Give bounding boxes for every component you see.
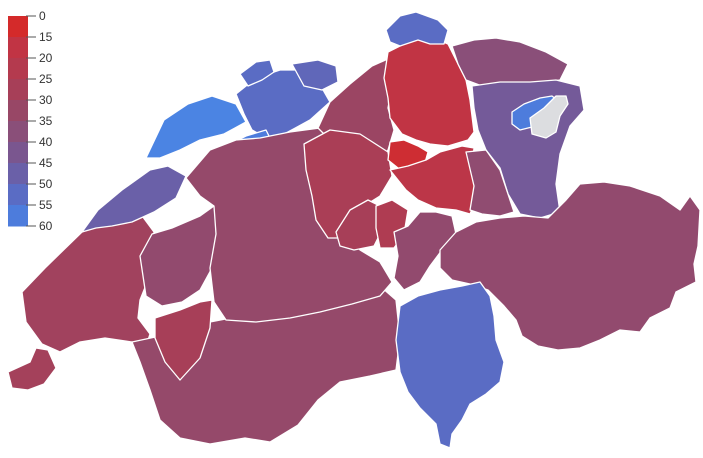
legend-label: 25 [39,72,53,86]
legend-label: 0 [39,9,46,23]
canton-jura[interactable] [145,95,247,159]
legend-label: 50 [39,177,53,191]
canton-glarus[interactable] [465,149,515,217]
canton-bern-jura[interactable] [235,69,331,141]
legend-swatch [8,142,28,164]
legend-swatch [8,16,28,38]
canton-regions [7,11,701,449]
canton-graubunden[interactable] [439,181,701,351]
canton-basel[interactable] [291,59,339,91]
color-legend: 0 15 20 25 30 35 40 45 50 55 60 [8,9,53,233]
canton-schaffhausen[interactable] [385,11,449,47]
legend-swatch [8,184,28,206]
canton-solothurn-north[interactable] [239,59,275,87]
canton-ticino[interactable] [395,281,505,449]
canton-valais-west[interactable] [154,299,213,381]
legend-ticks [26,15,36,227]
legend-labels: 0 15 20 25 30 35 40 45 50 55 60 [39,9,53,233]
canton-appenzell-ir[interactable] [529,95,569,139]
canton-thurgau[interactable] [451,37,569,87]
legend-swatch [8,37,28,59]
canton-neuchatel[interactable] [81,165,187,233]
legend-swatch [8,205,28,227]
legend-label: 30 [39,93,53,107]
legend-label: 15 [39,30,53,44]
canton-fribourg[interactable] [139,205,219,307]
legend-swatch [8,58,28,80]
legend-swatch [8,121,28,143]
legend-label: 20 [39,51,53,65]
legend-label: 45 [39,156,53,170]
legend-swatch [8,100,28,122]
legend-label: 35 [39,114,53,128]
legend-label: 60 [39,219,53,233]
legend-swatches [8,16,28,227]
canton-geneva[interactable] [7,347,57,391]
legend-label: 55 [39,198,53,212]
legend-label: 40 [39,135,53,149]
legend-swatch [8,163,28,185]
legend-swatch [8,79,28,101]
